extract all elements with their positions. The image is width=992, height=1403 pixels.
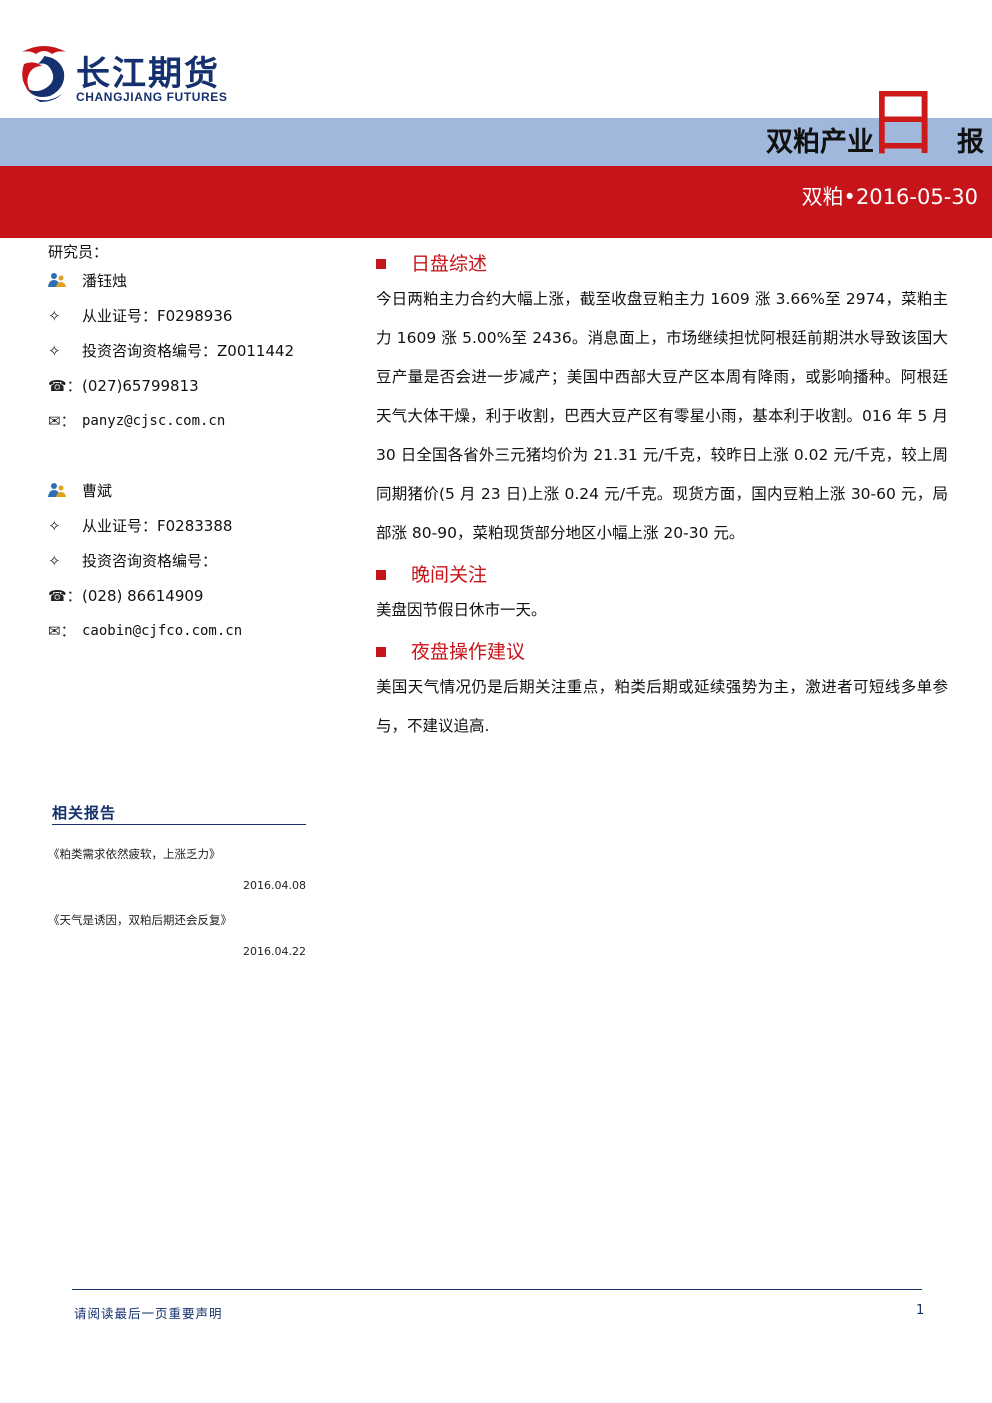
logo-english-name: CHANGJIANG FUTURES — [76, 90, 228, 104]
license-row: ✧ 从业证号：F0283388 — [48, 509, 308, 544]
title-band — [0, 118, 992, 166]
related-report-date: 2016.04.08 — [243, 879, 306, 892]
related-report-link[interactable]: 《粕类需求依然疲软，上涨乏力》 — [48, 847, 221, 861]
consult-row: ✧ 投资咨询资格编号： — [48, 544, 308, 579]
section-heading: 晚间关注 — [376, 559, 948, 591]
page-number: 1 — [916, 1303, 925, 1318]
mail-icon: ✉： — [48, 622, 76, 640]
email-row: ✉： panyz@cjsc.com.cn — [48, 404, 308, 439]
phone-icon: ☎： — [48, 377, 82, 395]
email-link[interactable]: caobin@cjfco.com.cn — [82, 623, 243, 639]
researcher-name-row: 潘钰烛 — [48, 264, 308, 299]
researcher-panel: 研究员： 潘钰烛 ✧ 从业证号：F0298936 ✧ 投资咨询资格编号：Z001… — [48, 240, 308, 649]
square-bullet-icon — [376, 647, 386, 657]
report-title-ri: 日 — [866, 80, 940, 166]
company-logo: 长江期货 CHANGJIANG FUTURES — [10, 38, 250, 108]
phone-row: ☎： (027)65799813 — [48, 369, 308, 404]
related-report-link[interactable]: 《天气是诱因，双粕后期还会反复》 — [48, 913, 232, 927]
email-link[interactable]: panyz@cjsc.com.cn — [82, 413, 226, 429]
diamond-bullet-icon: ✧ — [48, 517, 61, 535]
person-icon — [48, 264, 74, 299]
section-title-night-advice: 夜盘操作建议 — [411, 641, 526, 663]
consult-number: 投资咨询资格编号： — [82, 552, 218, 570]
phone-number: (028) 86614909 — [82, 587, 204, 605]
dragon-logo-icon — [22, 46, 66, 102]
report-body: 日盘综述 今日两粕主力合约大幅上涨，截至收盘豆粕主力 1609 涨 3.66%至… — [376, 248, 948, 746]
consult-number: 投资咨询资格编号：Z0011442 — [82, 342, 295, 360]
footer-divider — [72, 1289, 922, 1290]
section-body-evening-focus: 美盘因节假日休市一天。 — [376, 601, 547, 619]
researcher-name: 曹斌 — [82, 482, 113, 500]
email-row: ✉： caobin@cjfco.com.cn — [48, 614, 308, 649]
diamond-bullet-icon: ✧ — [48, 307, 61, 325]
license-row: ✧ 从业证号：F0298936 — [48, 299, 308, 334]
researcher-name-row: 曹斌 — [48, 474, 308, 509]
diamond-bullet-icon: ✧ — [48, 342, 61, 360]
footer-disclaimer-note: 请阅读最后一页重要声明 — [74, 1306, 223, 1321]
license-number: 从业证号：F0298936 — [82, 307, 233, 325]
phone-row: ☎： (028) 86614909 — [48, 579, 308, 614]
square-bullet-icon — [376, 570, 386, 580]
mail-icon: ✉： — [48, 412, 76, 430]
report-title: 双粕产业 — [766, 127, 874, 158]
related-reports-title: 相关报告 — [52, 802, 306, 825]
researcher-name: 潘钰烛 — [82, 272, 128, 290]
report-subtitle-date: 双粕•2016-05-30 — [801, 185, 978, 209]
license-number: 从业证号：F0283388 — [82, 517, 233, 535]
logo-chinese-name: 长江期货 — [76, 54, 220, 94]
report-title-bao: 报 — [957, 127, 984, 158]
phone-number: (027)65799813 — [82, 377, 199, 395]
square-bullet-icon — [376, 259, 386, 269]
related-report-date: 2016.04.22 — [243, 945, 306, 958]
diamond-bullet-icon: ✧ — [48, 552, 61, 570]
person-icon — [48, 474, 74, 509]
subtitle-band — [0, 166, 992, 238]
consult-row: ✧ 投资咨询资格编号：Z0011442 — [48, 334, 308, 369]
phone-icon: ☎： — [48, 587, 82, 605]
section-body-day-summary: 今日两粕主力合约大幅上涨，截至收盘豆粕主力 1609 涨 3.66%至 2974… — [376, 290, 948, 542]
section-heading: 日盘综述 — [376, 248, 948, 280]
researcher-label: 研究员： — [48, 243, 109, 261]
section-title-day-summary: 日盘综述 — [411, 253, 488, 275]
section-heading: 夜盘操作建议 — [376, 636, 948, 668]
section-title-evening-focus: 晚间关注 — [411, 564, 488, 586]
section-body-night-advice: 美国天气情况仍是后期关注重点，粕类后期或延续强势为主，激进者可短线多单参与，不建… — [376, 678, 948, 735]
